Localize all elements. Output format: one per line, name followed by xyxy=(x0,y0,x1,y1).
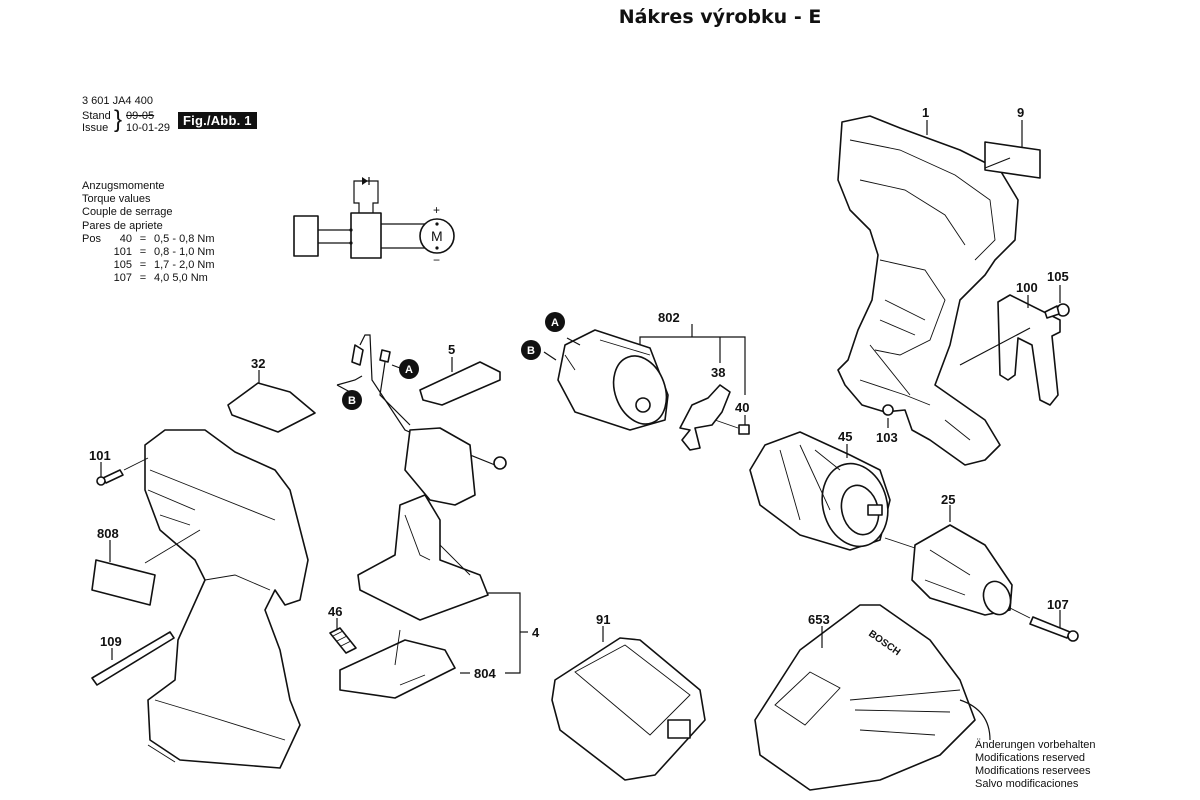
part-label-107: 107 xyxy=(1047,597,1069,612)
part-label-4: 4 xyxy=(532,625,540,640)
housing-shell-left xyxy=(144,429,309,769)
screw-part-40 xyxy=(738,424,750,435)
circuit-schematic: M + − xyxy=(293,177,455,267)
part-label-653: 653 xyxy=(808,612,830,627)
stand-issue-labels: Stand Issue xyxy=(82,110,111,134)
torque-eq: = xyxy=(139,272,147,285)
motor-part-802 xyxy=(557,329,669,431)
minus-sign: − xyxy=(433,253,440,267)
torque-values-block: Anzugsmomente Torque values Couple de se… xyxy=(82,180,244,286)
housing-shell-part-1 xyxy=(837,115,1019,466)
motor-label: M xyxy=(431,228,443,244)
issue-label: Issue xyxy=(82,122,109,134)
torque-row: 105 = 1,7 - 2,0 Nm xyxy=(82,259,244,272)
torque-pos: 101 xyxy=(113,246,132,259)
part-label-804: 804 xyxy=(474,666,496,681)
switch-cover-part-5 xyxy=(419,361,501,406)
connector-marker-b-text: B xyxy=(527,345,535,357)
torque-eq: = xyxy=(139,246,147,259)
stand-issue-values: 09-05 10-01-29 xyxy=(126,110,170,134)
stand-value: 09-05 xyxy=(126,110,155,122)
notice-line: Modifications reservees xyxy=(975,765,1091,777)
part-label-9: 9 xyxy=(1017,105,1024,120)
gearbox-part-45 xyxy=(749,431,891,551)
screw-part-105 xyxy=(1044,303,1070,319)
connector-marker-a-switch xyxy=(399,359,419,379)
torque-row: 107 = 4,0 5,0 Nm xyxy=(82,272,244,285)
screwdriver-bit-part-109 xyxy=(91,631,175,686)
belt-clip-part-100 xyxy=(997,294,1061,406)
issue-value: 10-01-29 xyxy=(126,122,171,134)
part-label-40: 40 xyxy=(735,400,749,415)
part-label-91: 91 xyxy=(596,612,610,627)
torque-heading: Couple de serrage xyxy=(82,206,173,219)
torque-row: 101 = 0,8 - 1,0 Nm xyxy=(82,246,244,259)
torque-pos: 105 xyxy=(113,259,132,272)
torque-heading: Pares de apriete xyxy=(82,219,163,232)
connector-marker-a-switch-text: A xyxy=(405,364,413,376)
switch-assembly xyxy=(351,334,507,506)
part-label-25: 25 xyxy=(941,492,955,507)
part-label-103: 103 xyxy=(876,430,898,445)
torque-heading: Torque values xyxy=(82,193,151,206)
electronics-base-part-4 xyxy=(357,494,489,621)
part-label-46: 46 xyxy=(328,604,342,619)
connector-marker-b xyxy=(521,340,541,360)
torque-value: 0,8 - 1,0 Nm xyxy=(154,246,215,259)
part-label-32: 32 xyxy=(251,356,265,371)
torque-row: Pos 40 = 0,5 - 0,8 Nm xyxy=(82,233,244,246)
torque-value: 1,7 - 2,0 Nm xyxy=(154,259,215,272)
notice-line: Salvo modificaciones xyxy=(975,778,1079,790)
part-label-100: 100 xyxy=(1016,280,1038,295)
part-label-1: 1 xyxy=(922,105,929,120)
connector-marker-b-switch-text: B xyxy=(348,395,356,407)
part-label-802: 802 xyxy=(658,310,680,325)
screw-part-107 xyxy=(1029,616,1079,642)
bracket-4 xyxy=(488,592,521,674)
torque-pos: 40 xyxy=(119,232,132,245)
torque-value: 4,0 5,0 Nm xyxy=(154,272,208,285)
switch-block xyxy=(350,212,382,259)
torque-eq: = xyxy=(139,259,147,272)
stand-label: Stand xyxy=(82,110,111,122)
connector-marker-a-text: A xyxy=(551,317,559,329)
part-label-105: 105 xyxy=(1047,269,1069,284)
part-label-109: 109 xyxy=(100,634,122,649)
battery-block xyxy=(293,215,319,257)
torque-heading: Anzugsmomente xyxy=(82,180,165,192)
brace-glyph: } xyxy=(114,106,123,133)
pos-label: Pos xyxy=(82,232,101,245)
part-label-101: 101 xyxy=(89,448,111,463)
part-label-5: 5 xyxy=(448,342,455,357)
label-sticker-part-808 xyxy=(91,559,156,606)
selector-switch-part-32 xyxy=(227,382,316,433)
motor-symbol xyxy=(419,218,455,254)
diode-icon xyxy=(362,177,370,185)
document-number: 3 601 JA4 400 xyxy=(82,95,153,107)
chuck-part-25 xyxy=(911,524,1013,616)
figure-badge: Fig./Abb. 1 xyxy=(178,112,257,129)
mounting-plate-part-38 xyxy=(679,384,731,451)
torque-eq: = xyxy=(139,232,147,245)
connector-marker-a xyxy=(545,312,565,332)
battery-pack-part-91 xyxy=(551,637,706,781)
page-title: Nákres výrobku - E xyxy=(618,6,822,28)
torque-pos: 107 xyxy=(113,272,132,285)
notice-line: Änderungen vorbehalten xyxy=(975,739,1096,751)
charger-part-653: BOSCH xyxy=(754,604,991,791)
notice-line: Modifications reserved xyxy=(975,752,1086,764)
contact-plate-part-804 xyxy=(339,639,456,699)
connector-marker-b-switch xyxy=(342,390,362,410)
spring-part-46 xyxy=(329,627,357,654)
part-label-38: 38 xyxy=(711,365,725,380)
modifications-notice: Änderungen vorbehalten Modifications res… xyxy=(975,739,1095,791)
part-label-808: 808 xyxy=(97,526,119,541)
plus-sign: + xyxy=(433,203,440,217)
part-label-45: 45 xyxy=(838,429,852,444)
torque-value: 0,5 - 0,8 Nm xyxy=(154,232,215,245)
nut-part-103 xyxy=(882,404,894,416)
